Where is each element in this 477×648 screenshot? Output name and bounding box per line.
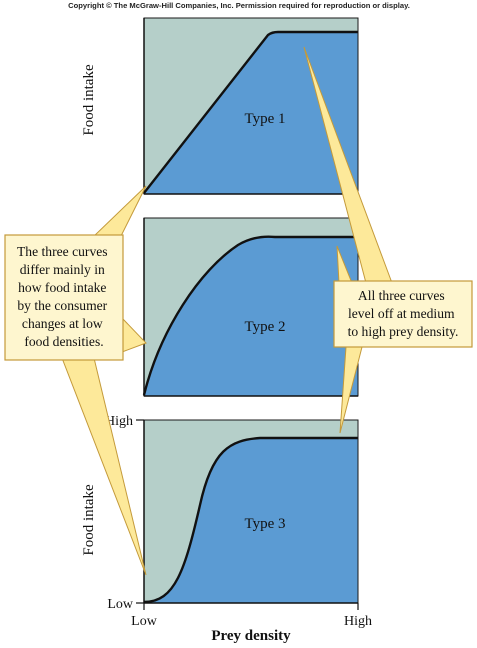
type-2-curve-area xyxy=(144,236,358,396)
type-1-curve xyxy=(143,30,358,194)
callout-right-line: to high prey density. xyxy=(348,324,459,339)
type-3-curve xyxy=(143,436,358,604)
callout-left-line: differ mainly in xyxy=(20,262,105,277)
callout-right-text: All three curves level off at medium to … xyxy=(348,288,459,339)
callout-left-line: how food intake xyxy=(18,280,106,295)
type-2-curve xyxy=(142,235,358,396)
callout-left: The three curves differ mainly in how fo… xyxy=(4,185,147,576)
callout-left-line: food densities. xyxy=(24,334,103,349)
type-2-label: Type 2 xyxy=(244,319,285,335)
x-tick-high: High xyxy=(344,614,372,629)
panel-type-2: Type 2 xyxy=(142,217,359,397)
callout-left-line: The three curves xyxy=(17,244,108,259)
type-1-label: Type 1 xyxy=(244,111,285,127)
panel-type-3: Type 3 xyxy=(143,419,359,604)
callout-right-line: All three curves xyxy=(358,288,445,303)
callout-left-line: changes at low xyxy=(22,316,103,331)
callout-right-box xyxy=(333,280,473,348)
type-3-curve-area xyxy=(144,438,358,603)
x-axis-label: Prey density xyxy=(211,628,291,644)
copyright-notice: Copyright © The McGraw-Hill Companies, I… xyxy=(68,1,410,10)
callout-left-box xyxy=(4,234,124,361)
callout-left-pointer-middle xyxy=(121,316,147,353)
type-3-label: Type 3 xyxy=(244,516,285,532)
callout-left-text: The three curves differ mainly in how fo… xyxy=(17,244,111,349)
x-tick-low: Low xyxy=(131,614,158,629)
y-axis-label-top: Food intake xyxy=(81,64,97,136)
callout-left-pointer-top xyxy=(90,185,147,239)
y-tick-high: High xyxy=(105,414,133,429)
y-tick-low: Low xyxy=(107,597,134,612)
callout-left-pointer-bottom xyxy=(61,357,147,576)
y-axis-label-bottom: Food intake xyxy=(81,484,97,556)
type-1-curve-area xyxy=(144,33,358,194)
callout-right: All three curves level off at medium to … xyxy=(303,46,473,434)
callout-right-line: level off at medium xyxy=(348,306,455,321)
callout-left-line: by the consumer xyxy=(17,298,107,313)
